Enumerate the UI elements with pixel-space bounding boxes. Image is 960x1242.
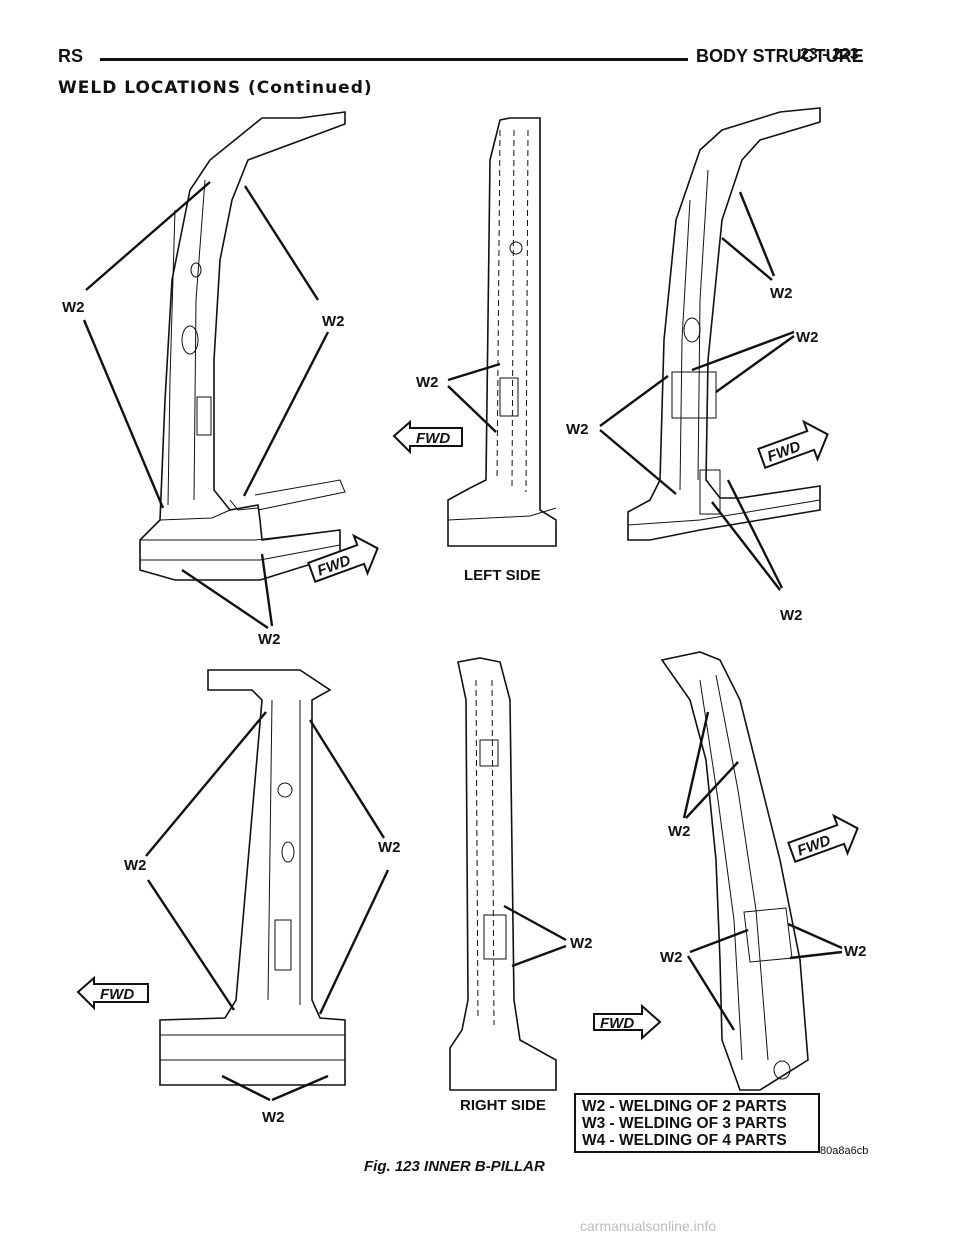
pillar-illustration-right-side bbox=[449, 657, 557, 1091]
weld-label: W2 bbox=[416, 374, 439, 391]
right-side-label: RIGHT SIDE bbox=[460, 1097, 546, 1114]
weld-labels: W2 W2 W2 W2 W2 W2 W2 W2 W2 W2 W2 W2 W2 W… bbox=[62, 285, 867, 1126]
figure-code: 80a8a6cb bbox=[820, 1145, 869, 1157]
weld-label: W2 bbox=[770, 285, 793, 302]
fwd-arrow-panel-3: FWD bbox=[757, 419, 829, 469]
weld-label: W2 bbox=[62, 299, 85, 316]
fwd-arrow-right-side: FWD bbox=[593, 1003, 662, 1041]
pillar-illustration-bottom-left bbox=[159, 669, 346, 1086]
weld-label: W2 bbox=[378, 839, 401, 856]
left-side-label: LEFT SIDE bbox=[464, 567, 541, 584]
weld-label: W2 bbox=[322, 313, 345, 330]
header-page-number: 23 - 223 bbox=[800, 46, 859, 63]
fwd-arrow-panel-6: FWD bbox=[787, 813, 859, 863]
page-header: RS BODY STRUCTURE 23 - 223 bbox=[58, 42, 878, 72]
fwd-arrow-panel-4: FWD bbox=[76, 975, 149, 1011]
section-heading: WELD LOCATIONS (Continued) bbox=[58, 78, 373, 98]
inner-b-pillar-figure: W2 W2 W2 W2 W2 W2 W2 W2 W2 W2 W2 W2 W2 W… bbox=[0, 100, 960, 1180]
weld-label: W2 bbox=[780, 607, 803, 624]
weld-label: W2 bbox=[566, 421, 589, 438]
header-section-code: RS bbox=[58, 46, 84, 66]
weld-label: W2 bbox=[570, 935, 593, 952]
pillar-illustration-top-left bbox=[139, 111, 346, 581]
fwd-arrow-left-side: FWD bbox=[392, 419, 463, 455]
weld-legend-box: W2 - WELDING OF 2 PARTS W3 - WELDING OF … bbox=[574, 1093, 820, 1153]
pillar-illustration-top-right bbox=[627, 107, 821, 541]
legend-item-w4: W4 - WELDING OF 4 PARTS bbox=[582, 1132, 787, 1149]
weld-label: W2 bbox=[258, 631, 281, 648]
legend-item-w2: W2 - WELDING OF 2 PARTS bbox=[582, 1098, 787, 1115]
fwd-label: FWD bbox=[600, 1015, 634, 1032]
fwd-label: FWD bbox=[416, 430, 450, 447]
watermark: carmanualsonline.info bbox=[580, 1218, 717, 1234]
figure-caption: Fig. 123 INNER B-PILLAR bbox=[364, 1158, 545, 1175]
header-rule bbox=[100, 58, 688, 61]
pillar-illustration-left-side bbox=[447, 117, 557, 547]
pillar-illustration-bottom-right bbox=[660, 651, 809, 1091]
weld-label: W2 bbox=[668, 823, 691, 840]
weld-location-diagram: W2 W2 W2 W2 W2 W2 W2 W2 W2 W2 W2 W2 W2 W… bbox=[62, 107, 867, 1126]
weld-label: W2 bbox=[262, 1109, 285, 1126]
fwd-label: FWD bbox=[100, 986, 134, 1003]
weld-leaders bbox=[82, 181, 843, 1102]
weld-label: W2 bbox=[844, 943, 867, 960]
legend-item-w3: W3 - WELDING OF 3 PARTS bbox=[582, 1115, 787, 1132]
header-title: BODY STRUCTURE bbox=[696, 46, 864, 66]
weld-label: W2 bbox=[124, 857, 147, 874]
weld-label: W2 bbox=[660, 949, 683, 966]
weld-label: W2 bbox=[796, 329, 819, 346]
